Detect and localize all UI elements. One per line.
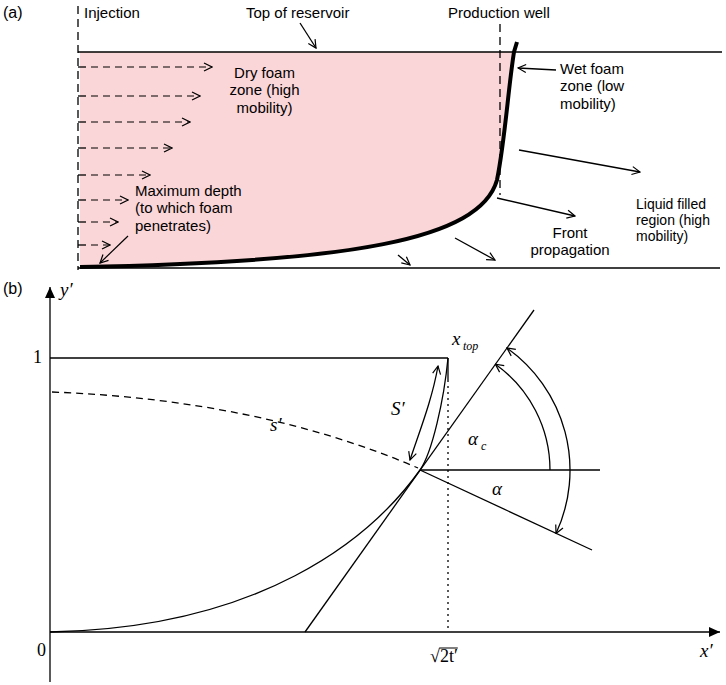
tick-label: √2t′ — [430, 646, 458, 667]
zone-label: Liquid filled region (high mobility) — [636, 196, 722, 244]
annotation-label: Front propagation — [520, 224, 620, 259]
axis-label: x — [452, 328, 460, 350]
annotation-label: Top of reservoir — [246, 4, 349, 21]
subscript: c — [481, 440, 486, 454]
well-label: Production well — [448, 4, 550, 21]
axis-label: x′ — [700, 640, 713, 662]
annotation-label: Maximum depth (to which foam penetrates) — [135, 182, 260, 234]
zone-label: Dry foam zone (high mobility) — [222, 64, 307, 116]
axis-label: y′ — [60, 279, 73, 301]
angle-label: α — [468, 428, 478, 450]
injection-label: Injection — [84, 4, 140, 21]
angle-label: α — [492, 478, 502, 500]
tick-label: 1 — [33, 347, 42, 368]
curve-label: S′ — [391, 398, 405, 420]
subscript: top — [463, 340, 478, 354]
curve-label: s′ — [270, 414, 282, 436]
panel-label: (b) — [3, 280, 23, 298]
zone-label: Wet foam zone (low mobility) — [560, 60, 635, 112]
dry-foam-region: Dry foam zone (high mobility) Maximum dep… — [80, 52, 514, 268]
tick-label: 0 — [37, 640, 46, 661]
panel-label: (a) — [3, 4, 23, 22]
